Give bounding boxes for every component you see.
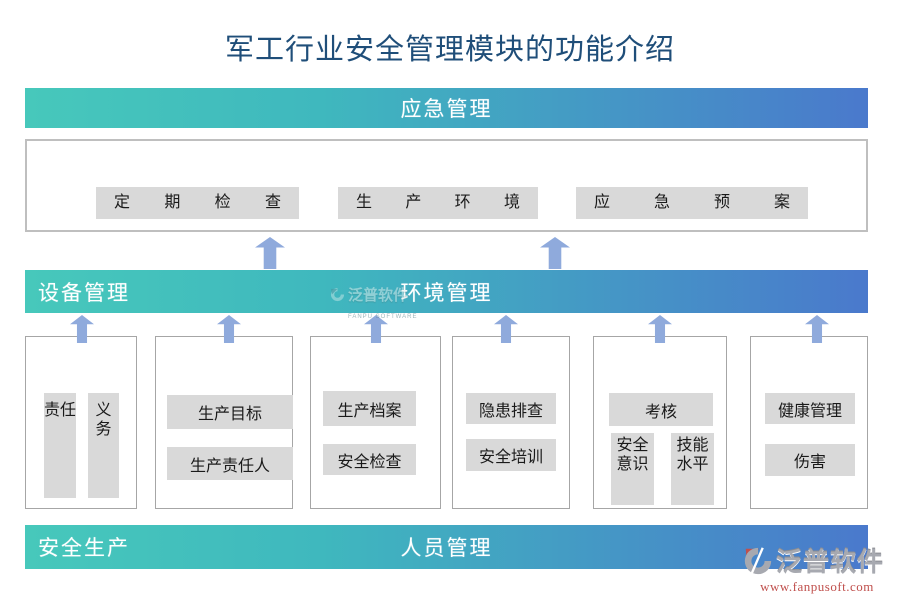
personnel-management-label: 人员管理 xyxy=(400,537,493,560)
column-assessment: 考核 安全意识 技能水平 xyxy=(593,336,727,509)
chip-safety-training: 安全培训 xyxy=(466,439,556,471)
column-responsibility: 责任 义务 xyxy=(25,336,137,509)
chip-production-owner: 生产责任人 xyxy=(167,447,293,480)
column-hazard-training: 隐患排查 安全培训 xyxy=(452,336,570,509)
emergency-management-label: 应急管理 xyxy=(400,98,493,121)
chip-production-archive: 生产档案 xyxy=(323,391,416,426)
equipment-environment-bar: 设备管理 环境管理 xyxy=(25,270,868,313)
chip-emergency-plan: 应急预案 xyxy=(576,187,808,219)
company-logo: 泛普软件 www.fanpusoft.com xyxy=(742,542,892,594)
up-arrow-icon xyxy=(255,237,285,269)
up-arrow-icon xyxy=(540,237,570,269)
chip-health-management: 健康管理 xyxy=(765,393,855,424)
chip-obligation: 义务 xyxy=(88,393,119,498)
column-health: 健康管理 伤害 xyxy=(750,336,868,509)
company-name: 泛普软件 xyxy=(776,547,885,577)
chip-hazard-screening: 隐患排查 xyxy=(466,393,556,424)
emergency-items-box: 定期检查 生产环境 应急预案 xyxy=(25,139,868,232)
environment-management-label: 环境管理 xyxy=(400,281,493,305)
chip-injury: 伤害 xyxy=(765,444,855,476)
page-title: 军工行业安全管理模块的功能介绍 xyxy=(224,32,675,66)
chip-skill-level: 技能水平 xyxy=(671,433,714,505)
company-url: www.fanpusoft.com xyxy=(760,579,874,594)
chip-safety-inspection: 安全检查 xyxy=(323,444,416,475)
watermark-subtext: FANPU SOFTWARE xyxy=(348,314,418,320)
chip-duty: 责任 xyxy=(44,393,76,498)
chip-regular-inspection: 定期检查 xyxy=(96,187,299,219)
column-production-records: 生产档案 安全检查 xyxy=(310,336,441,509)
chip-assessment: 考核 xyxy=(609,393,713,426)
equipment-management-label: 设备管理 xyxy=(38,281,130,305)
emergency-management-bar: 应急管理 xyxy=(25,88,868,128)
column-production-goal: 生产目标 生产责任人 xyxy=(155,336,293,509)
chip-safety-awareness: 安全意识 xyxy=(611,433,654,505)
safety-production-label: 安全生产 xyxy=(38,537,130,560)
chip-production-target: 生产目标 xyxy=(167,395,293,429)
safety-personnel-bar: 安全生产 人员管理 xyxy=(25,525,868,569)
chip-production-environment: 生产环境 xyxy=(338,187,538,219)
fanpu-logo-icon xyxy=(744,546,772,575)
